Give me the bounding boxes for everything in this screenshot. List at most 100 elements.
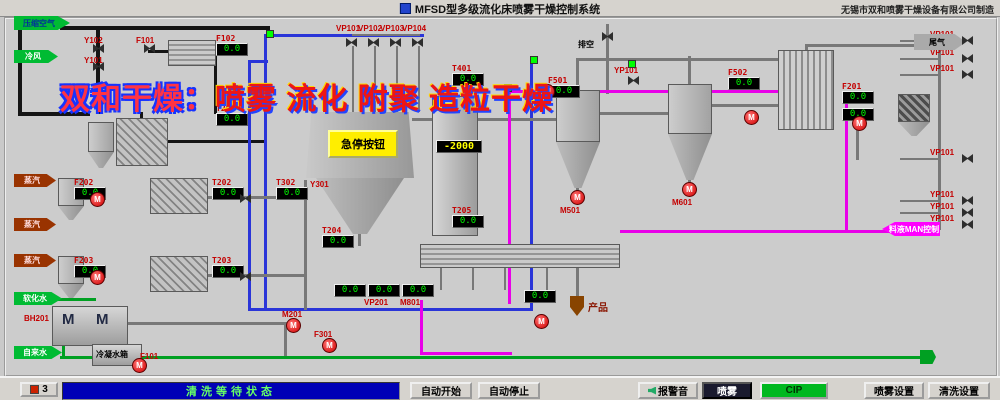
valve-icon[interactable] (240, 194, 251, 203)
pipe-segment (900, 158, 940, 160)
tag-label: VP103 (380, 24, 405, 33)
tag-label: Y102 (84, 36, 103, 45)
page-selector-button[interactable]: 3 (20, 382, 58, 397)
control-button-label: 自动停止 (489, 387, 529, 398)
pipe-segment (126, 322, 286, 325)
pipe-segment (620, 230, 940, 233)
display-value: 0.0 (212, 187, 244, 200)
valve-icon[interactable] (368, 38, 379, 47)
equipment-tank (92, 344, 142, 366)
equipment-plain (88, 122, 114, 152)
tag-label: VP104 (402, 24, 427, 33)
value-display: 0.0 (368, 284, 400, 297)
pump-motor[interactable]: M (132, 358, 147, 373)
pipe-segment (845, 104, 848, 232)
display-tag-label: T202 (212, 178, 232, 187)
valve-icon[interactable] (240, 272, 251, 281)
tag-label: M601 (672, 198, 693, 207)
valve-icon[interactable] (962, 208, 973, 217)
pipe-segment (304, 180, 307, 310)
pipe-segment (712, 104, 778, 107)
display-tag-label: F201 (842, 82, 862, 91)
pipe-segment (420, 352, 512, 355)
pump-motor[interactable]: M (90, 270, 105, 285)
control-button-label: 清洗设置 (939, 387, 979, 398)
display-value: 0.0 (842, 91, 874, 104)
valve-icon[interactable] (390, 38, 401, 47)
pump-motor[interactable]: M (852, 116, 867, 131)
display-value: 0.0 (212, 265, 244, 278)
pump-motor[interactable]: M (534, 314, 549, 329)
pipe-segment (805, 44, 917, 47)
pump-motor[interactable]: M (682, 182, 697, 197)
flow-arrow: 蒸汽 (14, 218, 56, 231)
control-button-label: 自动开始 (421, 387, 461, 398)
manufacturer-label: 无锡市双和喷雾干燥设备有限公司制造 (840, 5, 994, 15)
valve-icon[interactable] (962, 220, 973, 229)
valve-icon[interactable] (93, 62, 104, 71)
title-bar: MFSD型多级流化床喷雾干燥控制系统 无锡市双和喷雾干燥设备有限公司制造 (0, 0, 1000, 17)
control-button[interactable]: 自动开始 (410, 382, 472, 399)
control-button[interactable]: 自动停止 (478, 382, 540, 399)
tag-label: VP201 (364, 298, 389, 307)
equipment-tubes (420, 244, 620, 268)
page-title-text: MFSD型多级流化床喷雾干燥控制系统 (414, 4, 601, 16)
display-tag-label: T204 (322, 226, 342, 235)
tag-label: M801 (400, 298, 421, 307)
tag-label: BH201 (24, 314, 49, 323)
valve-icon[interactable] (962, 54, 973, 63)
valve-icon[interactable] (628, 76, 639, 85)
valve-icon[interactable] (962, 36, 973, 45)
valve-icon[interactable] (144, 44, 155, 53)
pipe-segment (40, 298, 96, 301)
valve-icon[interactable] (602, 32, 613, 41)
pipe-segment (420, 300, 423, 355)
tag-label: Y301 (310, 180, 329, 189)
valve-icon[interactable] (962, 70, 973, 79)
pump-motor[interactable]: M (322, 338, 337, 353)
tag-label: YP101 (614, 66, 639, 75)
control-button-label: 喷雾设置 (874, 387, 914, 398)
emergency-stop-button[interactable]: 急停按钮 (328, 130, 398, 158)
display-tag-label: T302 (276, 178, 296, 187)
tag-label: M201 (282, 310, 303, 319)
display-value: 0.0 (216, 113, 248, 126)
pipe-segment (504, 268, 506, 290)
pump-motor[interactable]: M (540, 84, 555, 99)
valve-icon[interactable] (346, 38, 357, 47)
flow-arrow: 尾气 (914, 34, 966, 50)
value-display: 0.0 (334, 284, 366, 297)
valve-icon[interactable] (93, 44, 104, 53)
control-button[interactable]: 喷雾 (702, 382, 752, 399)
control-button[interactable]: CIP (760, 382, 828, 399)
control-button[interactable]: 清洗设置 (928, 382, 990, 399)
tag-label: F101 (136, 36, 155, 45)
equipment-vtubes (778, 50, 834, 130)
control-button[interactable]: 喷雾设置 (864, 382, 924, 399)
pipe-segment (418, 46, 420, 112)
valve-icon[interactable] (412, 38, 423, 47)
pump-motor[interactable]: M (286, 318, 301, 333)
pump-motor[interactable]: M (90, 192, 105, 207)
pump-motor[interactable]: M (744, 110, 759, 125)
value-display: 0.0 (524, 290, 556, 303)
display-value: 0.0 (368, 284, 400, 297)
display-tag-label: F501 (548, 76, 568, 85)
status-led (530, 56, 538, 64)
flow-arrow: 压缩空气 (14, 16, 70, 30)
valve-icon[interactable] (962, 154, 973, 163)
control-button[interactable]: 报警音 (638, 382, 698, 399)
valve-icon[interactable] (962, 196, 973, 205)
pump-motor[interactable]: M (570, 190, 585, 205)
display-tag-label: F202 (74, 178, 94, 187)
equipment-plain2 (432, 96, 478, 236)
flow-arrow (920, 350, 936, 364)
pipe-segment (60, 26, 270, 30)
